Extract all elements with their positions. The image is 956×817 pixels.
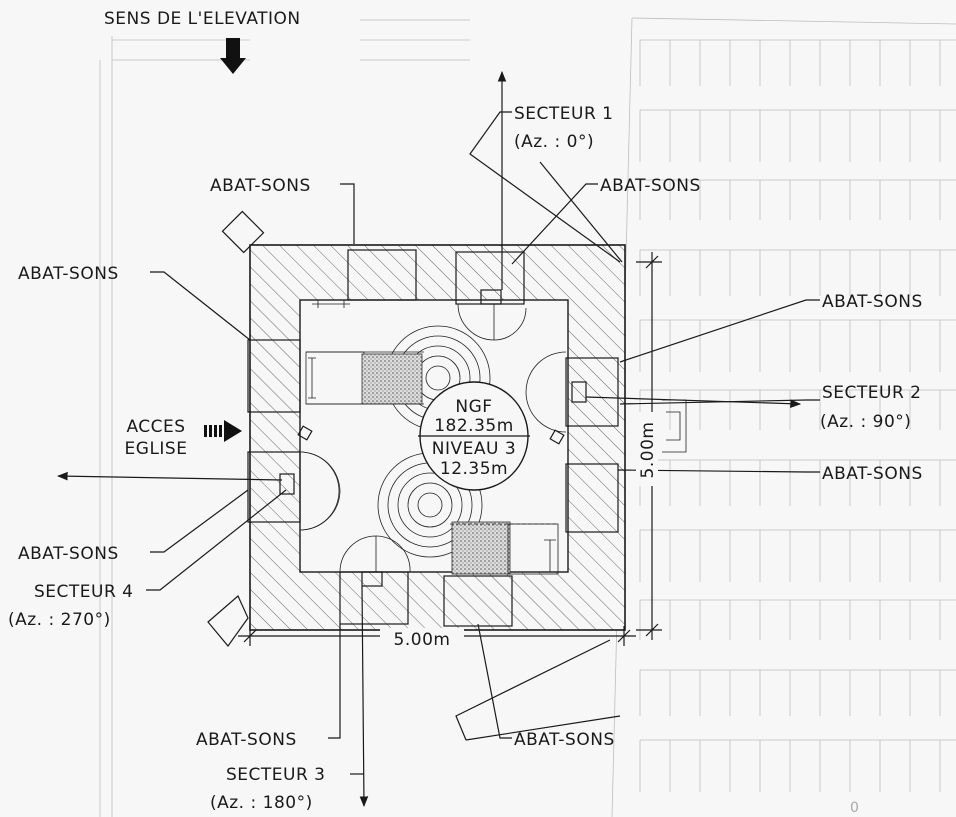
roof-tile-row	[639, 529, 956, 582]
elevation-label: SENS DE L'ELEVATION	[104, 9, 301, 29]
corner-tab	[221, 210, 265, 254]
sector-2-arrow	[585, 396, 802, 408]
sector-1-azimuth: (Az. : 0°)	[514, 132, 594, 152]
level-value: 12.35m	[440, 459, 508, 479]
roof-tile-row	[639, 669, 956, 716]
roof-tile-row	[639, 109, 956, 162]
sector-3-name: SECTEUR 3	[226, 765, 326, 785]
abat-sons-label-right-middle: ABAT-SONS	[822, 464, 923, 484]
roof-tile-row	[639, 249, 956, 296]
sector-4-name: SECTEUR 4	[34, 582, 134, 602]
sector-4-arrow	[56, 471, 283, 481]
roof-tile-row	[639, 179, 956, 220]
door-swings	[299, 303, 567, 573]
abat-sons-label-left-bottom: ABAT-SONS	[18, 544, 119, 564]
background-roof-grid	[611, 17, 956, 817]
leader-lines	[146, 111, 820, 775]
dimension-height-label: 5.00m	[638, 422, 658, 479]
abat-sons-label-right-top: ABAT-SONS	[822, 292, 923, 312]
louvre-left-upper	[247, 339, 301, 413]
sector-2-azimuth: (Az. : 90°)	[820, 412, 911, 432]
louvre-right-lower	[565, 463, 619, 533]
access-label-1: ACCES	[126, 417, 185, 437]
sector-1-name: SECTEUR 1	[514, 104, 614, 124]
dimension-width-label: 5.00m	[394, 630, 451, 650]
ngf-value: 182.35m	[434, 416, 514, 436]
abat-sons-label-top-right: ABAT-SONS	[600, 176, 701, 196]
corner-tab-bottom	[207, 595, 249, 647]
access-label-2: EGLISE	[125, 439, 188, 459]
ngf-label: NGF	[455, 397, 492, 417]
elevation-arrow-icon	[220, 38, 246, 74]
abat-sons-label-top-left: ABAT-SONS	[210, 176, 311, 196]
roof-tile-row	[639, 599, 956, 640]
level-label: NIVEAU 3	[432, 439, 516, 459]
sector-3-azimuth: (Az. : 180°)	[210, 793, 313, 813]
roof-tile-row	[639, 739, 956, 792]
abat-sons-label-bottom-right: ABAT-SONS	[514, 730, 615, 750]
abat-sons-label-bottom-left: ABAT-SONS	[196, 730, 297, 750]
louvres	[247, 249, 619, 627]
louvre-top-left	[347, 249, 417, 301]
beams	[305, 300, 559, 575]
faint-mark: 0	[850, 800, 859, 816]
hardware-marks	[279, 289, 587, 587]
roof-tile-row	[639, 389, 956, 430]
abat-sons-label-left-top: ABAT-SONS	[18, 264, 119, 284]
sector-2-name: SECTEUR 2	[822, 383, 922, 403]
roof-tile-row	[639, 319, 956, 372]
access-arrow-icon	[204, 420, 242, 442]
sector-3-arrow	[359, 585, 369, 808]
sector-4-azimuth: (Az. : 270°)	[8, 610, 111, 630]
roof-tile-row	[639, 39, 956, 86]
louvre-right-upper	[565, 357, 619, 427]
